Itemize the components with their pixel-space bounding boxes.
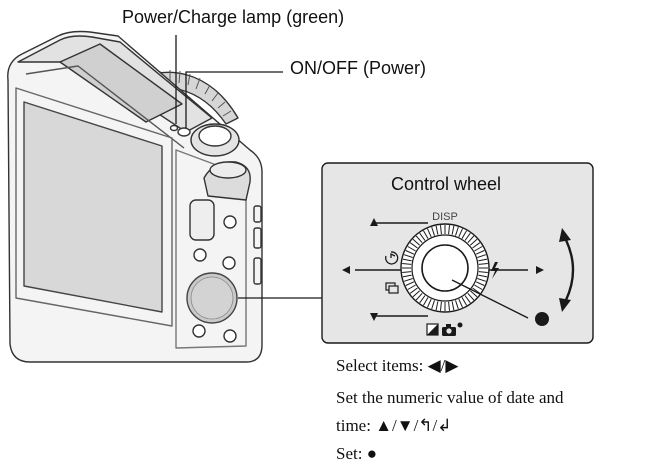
wheel-knurl-tick: [402, 274, 412, 278]
wheel-knurl-tick: [409, 242, 418, 249]
wheel-knurl-tick: [415, 292, 423, 301]
wheel-knurl-tick: [478, 258, 488, 262]
wheel-knurl-tick: [427, 298, 432, 308]
wheel-knurl-tick: [477, 278, 487, 282]
set-instruction: Set: ●: [336, 444, 377, 463]
wheel-knurl-tick: [478, 274, 488, 278]
wheel-knurl-tick: [419, 295, 426, 304]
wheel-knurl-tick: [403, 278, 413, 282]
wheel-knurl-tick: [423, 230, 429, 239]
wheel-knurl-tick: [435, 225, 439, 235]
wheel-knurl-tick: [451, 301, 455, 311]
wheel-knurl-tick: [440, 225, 442, 235]
numeric-value-instruction-cont: time: ▲/▼/↰/↲: [336, 416, 452, 435]
rotate-arrow-icon: [564, 239, 575, 301]
wheel-knurl-tick: [412, 290, 421, 298]
wheel-knurl-tick: [455, 226, 459, 236]
control-wheel-label: Control wheel: [391, 174, 502, 194]
wheel-knurl-tick: [402, 263, 412, 265]
wheel-knurl-tick: [458, 228, 463, 238]
power-lamp-label: Power/Charge lamp (green): [122, 7, 345, 27]
power-button: [177, 127, 191, 137]
wheel-knurl-tick: [415, 235, 423, 244]
wheel-knurl-tick: [407, 284, 416, 290]
wheel-knurl-tick: [440, 301, 442, 311]
wheel-knurl-tick: [402, 271, 412, 273]
wheel-knurl-tick: [477, 254, 487, 258]
wheel-knurl-tick: [475, 250, 485, 255]
wheel-knurl-tick: [402, 258, 412, 262]
wheel-knurl-tick: [431, 300, 435, 310]
wheel-knurl-tick: [478, 263, 488, 265]
center-button-icon: [421, 244, 469, 292]
lcd-screen: [23, 101, 163, 313]
up-arrow-icon: [370, 218, 378, 226]
wheel-knurl-tick: [467, 235, 475, 244]
wheel-knurl-tick: [407, 246, 416, 252]
right-arrow-icon: [536, 266, 544, 274]
wheel-knurl-tick: [475, 281, 485, 286]
wheel-knurl-tick: [464, 295, 471, 304]
wheel-knurl-tick: [472, 287, 481, 294]
wheel-knurl-tick: [412, 238, 421, 246]
wheel-knurl-tick: [427, 228, 432, 238]
wheel-knurl-tick: [405, 250, 415, 255]
down-arrow-icon: [370, 313, 378, 321]
disp-label: DISP: [432, 211, 458, 223]
exposure-compensation-icon: [426, 323, 439, 336]
wheel-knurl-tick: [419, 232, 426, 241]
on-off-label: ON/OFF (Power): [290, 58, 427, 78]
wheel-knurl-tick: [423, 297, 429, 306]
wheel-knurl-tick: [405, 281, 415, 286]
continuous-shooting-icon: [385, 282, 399, 294]
wheel-knurl-tick: [467, 292, 475, 301]
wheel-knurl-tick: [403, 254, 413, 258]
wheel-knurl-tick: [474, 284, 483, 290]
flash-icon: [491, 262, 499, 279]
wheel-knurl-tick: [448, 225, 450, 235]
wheel-knurl-tick: [448, 301, 450, 311]
numeric-value-instruction: Set the numeric value of date and: [336, 388, 564, 407]
left-arrow-icon: [342, 266, 350, 274]
wheel-knurl-tick: [469, 290, 478, 298]
wheel-knurl-tick: [461, 230, 467, 239]
wheel-knurl-tick: [472, 242, 481, 249]
set-dot-icon: [535, 312, 549, 326]
select-items-instruction: Select items: ◀/▶: [336, 356, 459, 375]
onoff-leader-line: [185, 71, 283, 128]
wheel-knurl-tick: [474, 246, 483, 252]
wheel-knurl-tick: [478, 271, 488, 273]
wheel-knurl-tick: [469, 238, 478, 246]
wheel-knurl-tick: [451, 225, 455, 235]
wheel-knurl-tick: [409, 287, 418, 294]
wheel-knurl-tick: [431, 226, 435, 236]
wheel-knurl-tick: [464, 232, 471, 241]
self-timer-icon: [385, 251, 399, 265]
wheel-knurl-tick: [455, 300, 459, 310]
power-lamp: [169, 124, 179, 132]
wheel-knurl-tick: [458, 298, 463, 308]
control-wheel-panel: DISP: [321, 162, 594, 344]
wheel-knurl-tick: [461, 297, 467, 306]
scene-mode-icon: [442, 322, 463, 336]
wheel-knurl-tick: [435, 301, 439, 311]
